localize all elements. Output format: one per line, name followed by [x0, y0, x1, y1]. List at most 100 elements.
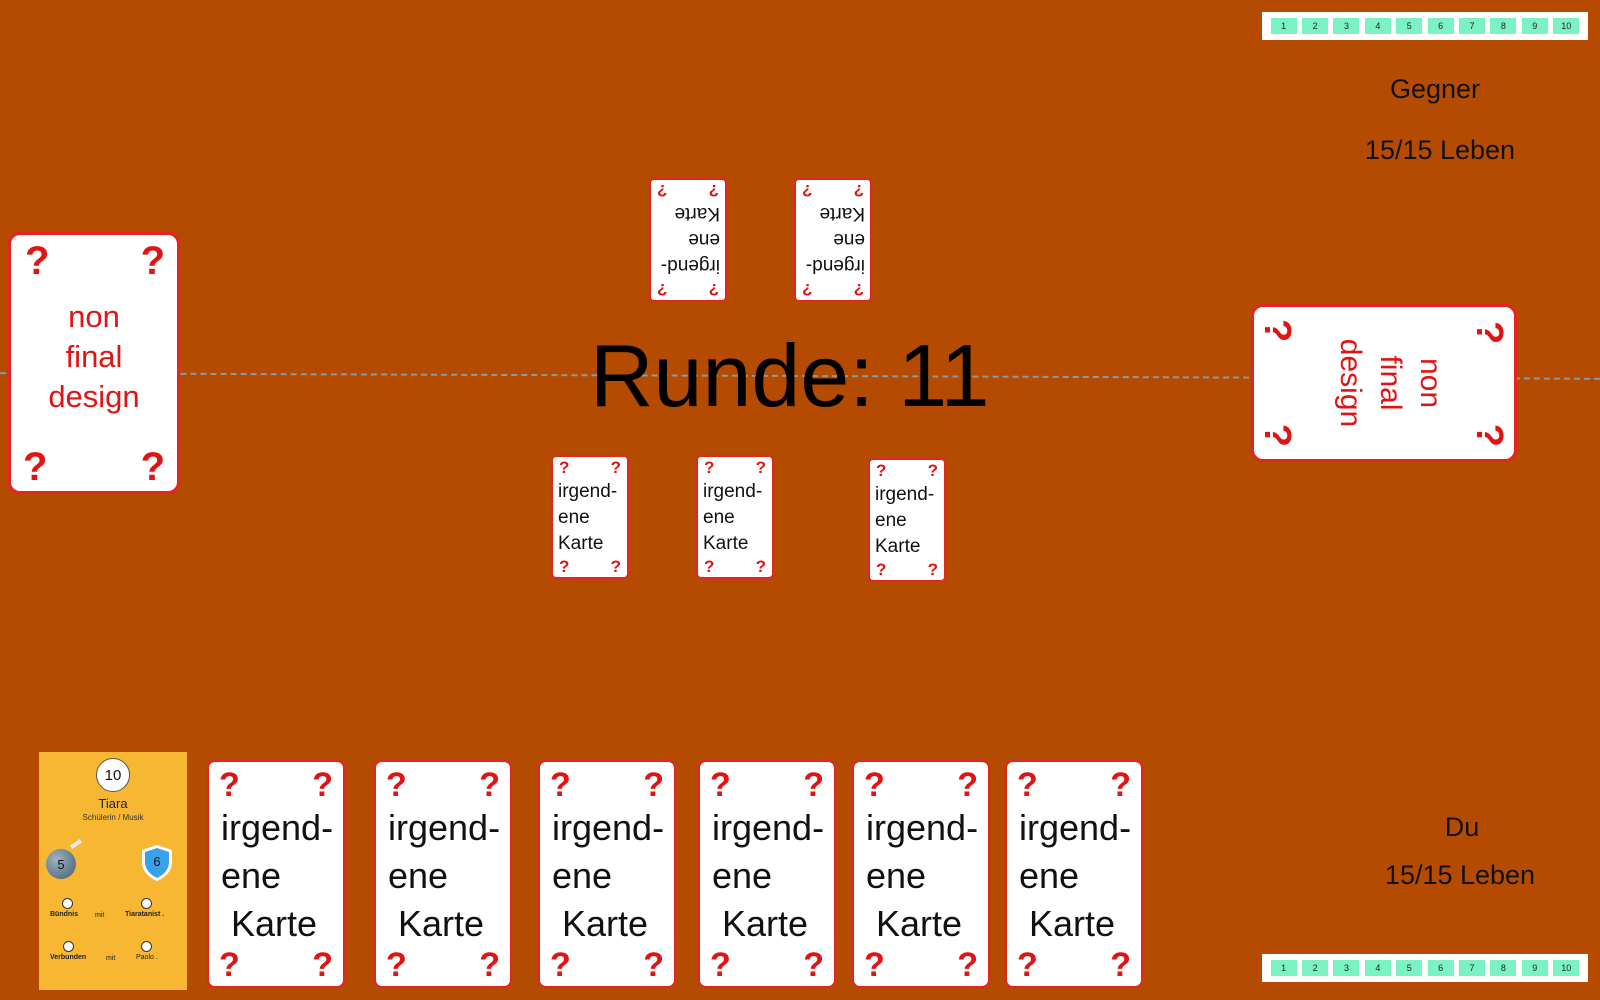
question-mark: ? [559, 557, 570, 576]
question-mark: ? [710, 766, 731, 804]
question-mark: ? [853, 280, 864, 299]
energy-pip: 7 [1459, 960, 1486, 976]
question-mark: ? [1468, 321, 1510, 345]
question-mark: ? [1256, 423, 1298, 447]
question-mark: ? [140, 239, 165, 283]
energy-pip: 5 [1396, 18, 1423, 34]
energy-pip: 6 [1427, 960, 1454, 976]
energy-pip: 7 [1459, 18, 1486, 34]
energy-pip: 5 [1396, 960, 1423, 976]
question-mark: ? [312, 766, 333, 804]
question-mark: ? [312, 946, 333, 984]
question-mark: ? [1110, 946, 1131, 984]
leader-attack: 5 [57, 856, 65, 872]
leader-card[interactable]: 10 Tiara Schülerin / Musik 5 6 Bündnis m… [39, 752, 187, 990]
question-mark: ? [1017, 946, 1038, 984]
question-mark: ? [657, 280, 668, 299]
question-mark: ? [704, 557, 715, 576]
question-mark: ? [927, 461, 938, 480]
energy-pip: 8 [1490, 960, 1517, 976]
player-energy-bar: 1 2 3 4 5 6 7 8 9 10 [1262, 954, 1588, 982]
shield-icon: 6 [141, 844, 173, 882]
energy-pip: 10 [1553, 960, 1580, 976]
info-icon [63, 941, 74, 952]
question-mark: ? [643, 766, 664, 804]
question-mark: ? [864, 766, 885, 804]
question-mark: ? [140, 445, 165, 489]
question-mark: ? [755, 458, 766, 477]
energy-pip: 2 [1302, 960, 1329, 976]
question-mark: ? [803, 766, 824, 804]
opponent-deck-card: ? ? non final design ? ? [1251, 304, 1517, 462]
bomb-fuse-icon [69, 838, 83, 850]
ability-keyword: Bündnis [50, 911, 78, 918]
question-mark: ? [25, 239, 50, 283]
leader-cost: 10 [104, 766, 122, 784]
ability-target: Tiaratanist . [125, 911, 165, 918]
leader-role: Schülerin / Musik [82, 813, 144, 822]
question-mark: ? [643, 946, 664, 984]
question-mark: ? [559, 458, 570, 477]
question-mark: ? [803, 946, 824, 984]
question-mark: ? [710, 946, 731, 984]
bomb-icon: 5 [46, 849, 76, 879]
question-mark: ? [802, 280, 813, 299]
deck-card-text: non final design [1334, 338, 1447, 428]
opponent-name: Gegner [1389, 74, 1481, 104]
ability-target: Paolo . [136, 954, 158, 961]
question-mark: ? [957, 766, 978, 804]
info-icon [141, 941, 152, 952]
opponent-energy-bar: 1 2 3 4 5 6 7 8 9 10 [1262, 12, 1588, 40]
energy-pip: 1 [1270, 960, 1297, 976]
question-mark: ? [704, 458, 715, 477]
question-mark: ? [927, 560, 938, 579]
energy-pip: 3 [1333, 18, 1360, 34]
player-name: Du [1444, 812, 1480, 842]
question-mark: ? [386, 946, 407, 984]
player-deck-card[interactable]: ? ? non final design ? ? [8, 232, 180, 494]
question-mark: ? [550, 946, 571, 984]
question-mark: ? [1468, 423, 1510, 447]
question-mark: ? [550, 766, 571, 804]
question-mark: ? [1110, 766, 1131, 804]
energy-pip: 9 [1521, 960, 1548, 976]
question-mark: ? [610, 557, 621, 576]
question-mark: ? [864, 946, 885, 984]
question-mark: ? [23, 445, 48, 489]
leader-defense: 6 [153, 854, 161, 869]
energy-pip: 8 [1490, 18, 1517, 34]
question-mark: ? [386, 766, 407, 804]
energy-pip: 3 [1333, 960, 1360, 976]
question-mark: ? [657, 181, 668, 200]
opponent-life: 15/15 Leben [1364, 135, 1516, 165]
question-mark: ? [219, 946, 240, 984]
question-mark: ? [802, 181, 813, 200]
deck-card-text: non final design [48, 299, 140, 414]
leader-cost-badge: 10 [96, 758, 130, 792]
question-mark: ? [1256, 319, 1298, 343]
question-mark: ? [755, 557, 766, 576]
leader-name: Tiara [98, 796, 128, 811]
energy-pip: 6 [1427, 18, 1454, 34]
